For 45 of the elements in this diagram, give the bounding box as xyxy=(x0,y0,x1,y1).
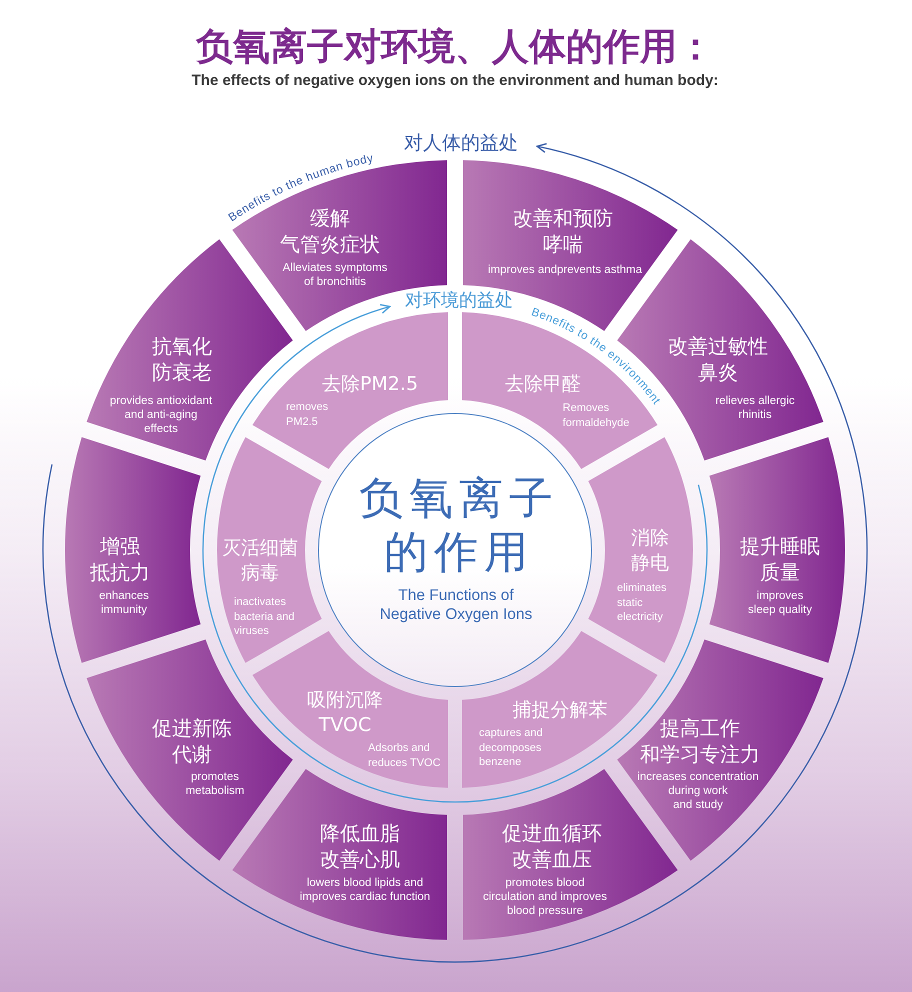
effect-description: Removes formaldehyde xyxy=(562,402,630,430)
inner-ring-segment xyxy=(217,437,322,663)
effect-title: 捕捉分解苯 xyxy=(512,698,608,723)
section-label: 对人体的益处 xyxy=(404,131,518,155)
center-subtitle: The Functions of Negative Oxygen Ions xyxy=(380,586,532,624)
effect-title: 改善过敏性鼻炎 xyxy=(668,333,768,385)
effect-description: provides antioxidant and anti-aging effects xyxy=(110,394,212,436)
inner-ring-segment xyxy=(252,312,448,470)
center-title: 负氧离子的作用 xyxy=(358,472,559,580)
effect-description: improves sleep quality xyxy=(748,589,812,617)
effect-title: 促进血循环改善血压 xyxy=(502,820,602,872)
main-title: 负氧离子对环境、人体的作用： xyxy=(196,25,714,69)
effect-description: captures and decomposes benzene xyxy=(479,726,543,770)
outer-ring-segment xyxy=(709,437,845,663)
effect-description: promotes metabolism xyxy=(186,770,244,798)
effect-title: 灭活细菌病毒 xyxy=(222,536,298,586)
outer-ring-segment xyxy=(86,639,293,861)
subtitle: The effects of negative oxygen ions on the environment and human body: xyxy=(192,72,718,90)
inner-ring-segment xyxy=(588,437,693,663)
effect-description: promotes blood circulation and improves blood pressure xyxy=(483,876,607,918)
effect-title: 降低血脂改善心肌 xyxy=(320,820,400,872)
effect-title: 促进新陈代谢 xyxy=(152,715,232,767)
effect-description: removes PM2.5 xyxy=(286,400,328,429)
effect-description: enhances immunity xyxy=(99,589,149,617)
effect-title: 消除静电 xyxy=(631,526,669,576)
effect-description: inactivates bacteria and viruses xyxy=(234,595,295,638)
effect-title: 去除甲醛 xyxy=(505,372,581,397)
section-label: 对环境的益处 xyxy=(405,290,513,312)
effect-description: increases concentration during work and study xyxy=(637,770,759,812)
effect-title: 吸附沉降TVOC xyxy=(307,688,383,738)
effect-title: 提升睡眠质量 xyxy=(740,533,820,585)
effect-title: 增强抵抗力 xyxy=(90,533,150,585)
effect-title: 抗氧化防衰老 xyxy=(152,333,212,385)
effect-title: 提高工作和学习专注力 xyxy=(640,715,760,767)
effect-title: 去除PM2.5 xyxy=(322,372,418,397)
effect-description: Adsorbs and reduces TVOC xyxy=(368,741,441,770)
effect-description: Alleviates symptoms of bronchitis xyxy=(282,261,388,289)
effect-description: lowers blood lipids and improves cardiac function xyxy=(300,876,430,904)
outer-ring-segment xyxy=(65,437,201,663)
effect-description: eliminates static electricity xyxy=(617,581,667,624)
outer-ring-segment xyxy=(617,639,824,861)
effect-description: relieves allergic rhinitis xyxy=(715,394,795,422)
effect-title: 缓解气管炎症状 xyxy=(280,205,380,257)
effect-description: improves andprevents asthma xyxy=(488,263,642,277)
effect-title: 改善和预防哮喘 xyxy=(513,205,613,257)
